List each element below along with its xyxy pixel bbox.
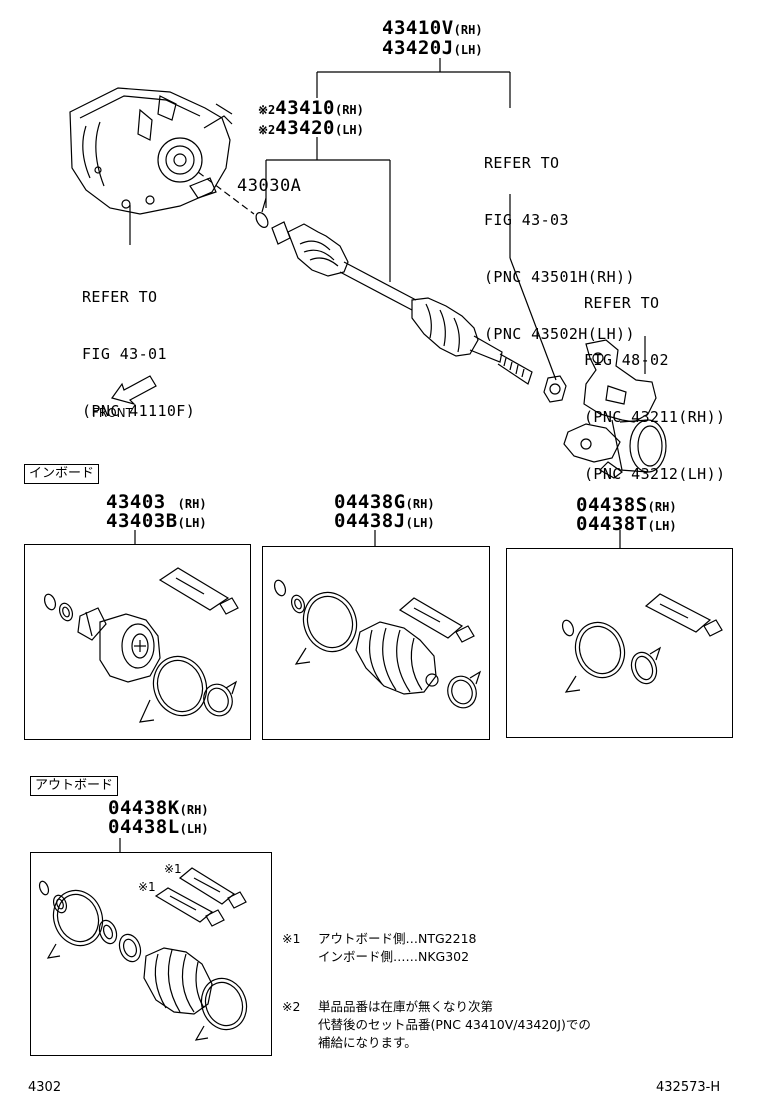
snap-ring-number: 43030A — [237, 176, 302, 196]
inboard-boot-kit-rh: 04438G(RH) — [334, 491, 435, 513]
inboard-joint-lh: 43403B(LH) — [106, 510, 207, 532]
grease-mark-b: ※1 — [138, 880, 156, 894]
footer-page-code: 4302 — [28, 1080, 62, 1095]
outboard-boot-kit-lh: 04438L(LH) — [108, 816, 209, 838]
footer-figure-id: 432573-H — [656, 1080, 721, 1095]
inboard-joint-box — [24, 544, 251, 740]
clamp-kit-box — [506, 548, 733, 738]
note-2-line-1: 単品品番は在庫が無くなり次第 — [318, 999, 494, 1014]
inboard-tag: インボード — [24, 464, 100, 484]
assembly-lh: 43420J(LH) — [382, 37, 483, 59]
note-1-line-2: インボード側……NKG302 — [318, 949, 470, 964]
refer-fig-48-02: REFER TO FIG 48-02 (PNC 43211(RH)) (PNC … — [584, 294, 726, 483]
shaft-lh: ※243420(LH) — [258, 117, 364, 139]
clamp-kit-lh: 04438T(LH) — [576, 513, 677, 535]
refer-fig-43-03: REFER TO FIG 43-03 (PNC 43501H(RH)) (PNC… — [484, 154, 635, 343]
outboard-tag: アウトボード — [30, 776, 119, 796]
outboard-boot-kit-rh: 04438K(RH) — [108, 797, 209, 819]
grease-mark-a: ※1 — [164, 862, 182, 876]
note-1-mark: ※1 — [282, 931, 301, 946]
note-2-line-2: 代替後のセット品番(PNC 43410V/43420J)での — [318, 1017, 591, 1032]
note-2-line-3: 補給になります。 — [318, 1035, 417, 1050]
inboard-boot-kit-lh: 04438J(LH) — [334, 510, 435, 532]
inboard-boot-kit-box — [262, 546, 490, 740]
front-label: FRONT — [92, 406, 133, 420]
note-2-mark: ※2 — [282, 999, 301, 1014]
note-1-line-1: アウトボード側…NTG2218 — [318, 931, 477, 946]
inboard-joint-rh: 43403 (RH) — [106, 491, 207, 513]
assembly-rh: 43410V(RH) — [382, 17, 483, 39]
refer-fig-43-01: REFER TO FIG 43-01 (PNC 41110F) — [82, 288, 196, 420]
shaft-rh: ※243410(RH) — [258, 97, 364, 119]
front-arrow-icon — [111, 375, 157, 406]
clamp-kit-rh: 04438S(RH) — [576, 494, 677, 516]
